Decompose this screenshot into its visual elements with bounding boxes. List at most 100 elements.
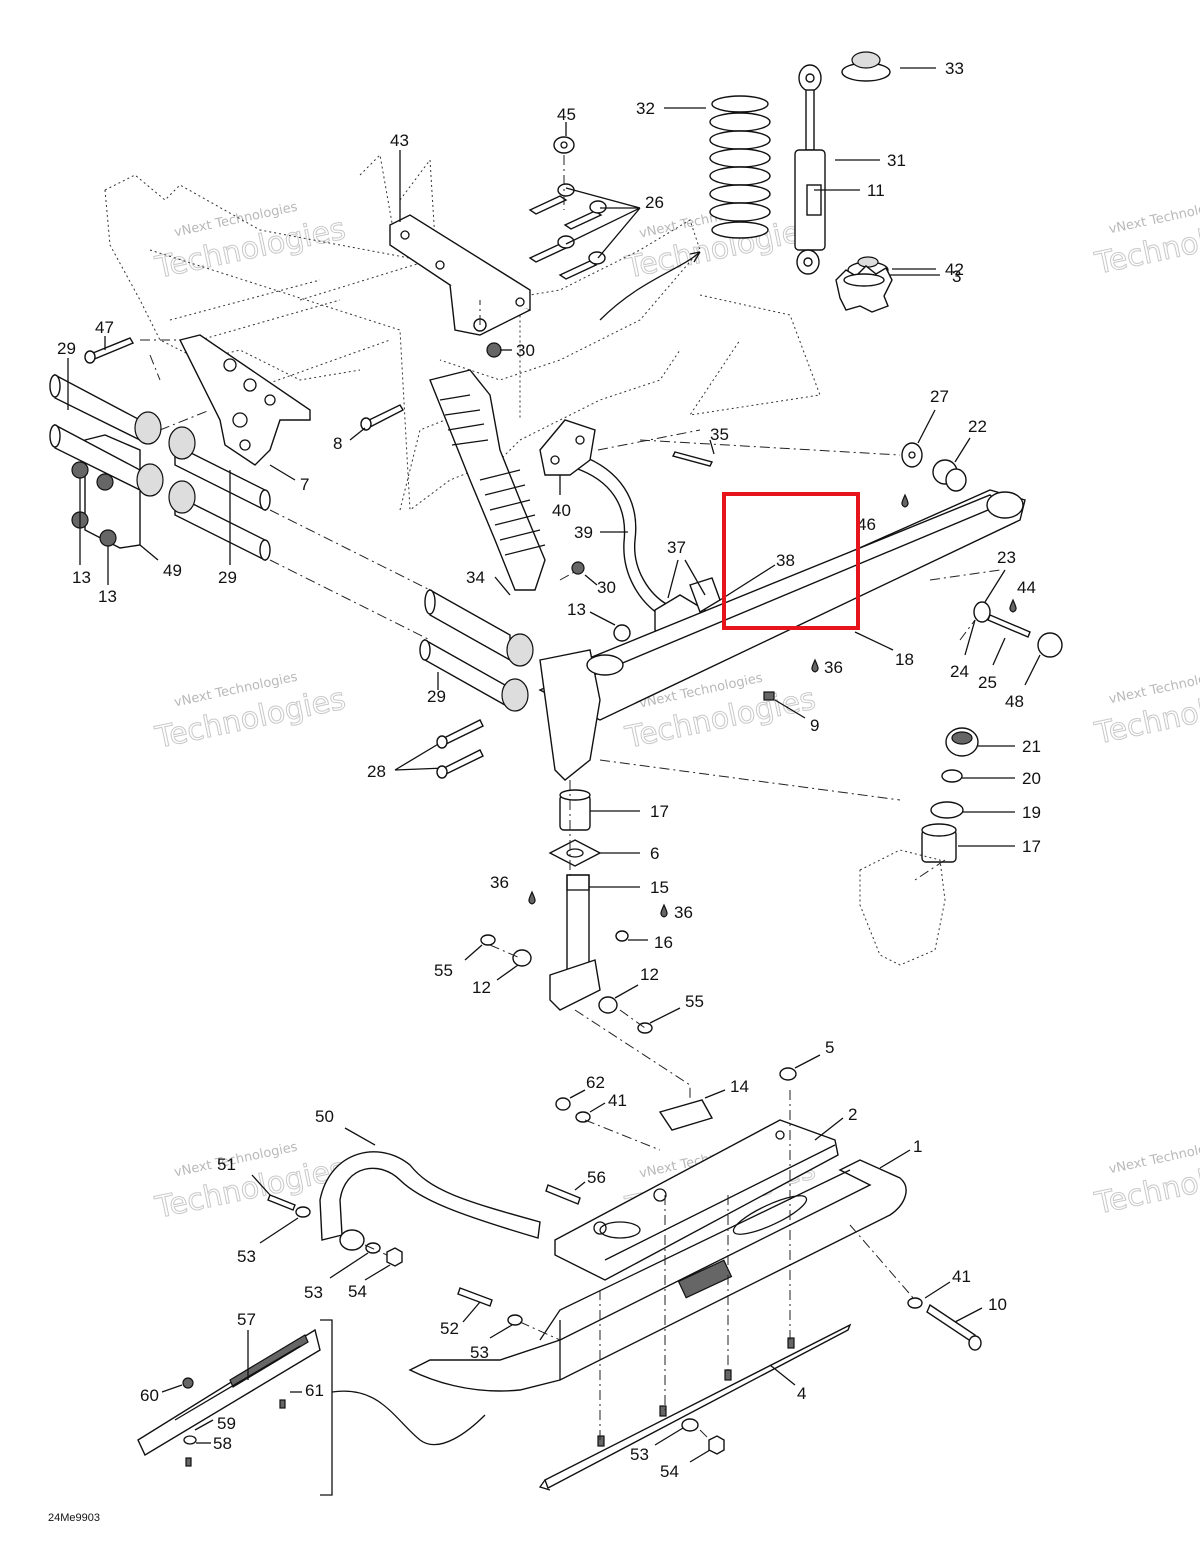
callout-28: 28 (367, 762, 386, 781)
callout-48: 48 (1005, 692, 1024, 711)
callout-8: 8 (333, 434, 342, 453)
callout-13-a: 13 (72, 568, 91, 587)
knob-21 (945, 727, 979, 757)
callout-29-top: 29 (57, 339, 76, 358)
radius-rods (49, 373, 534, 712)
callout-13-b: 13 (98, 587, 117, 606)
callout-47: 47 (95, 318, 114, 337)
callout-11: 11 (867, 181, 885, 200)
watermark-low-right: vNext Technologies Technologies (1091, 1137, 1200, 1223)
callout-46: 46 (857, 515, 876, 534)
callout-49: 49 (163, 561, 182, 580)
callout-2: 2 (848, 1105, 857, 1124)
callout-17-a: 17 (650, 802, 669, 821)
spindle-phantom (688, 294, 946, 966)
callout-29-low: 29 (427, 687, 446, 706)
spring-seat-top (841, 51, 891, 82)
bolt-25 (987, 614, 1031, 638)
callout-41-bottom: 41 (952, 1267, 971, 1286)
screw-9 (763, 691, 775, 701)
ski (408, 1159, 907, 1392)
a-arm (538, 489, 1026, 781)
callout-1: 1 (913, 1137, 922, 1156)
grease-drop-icon (1009, 598, 1017, 613)
ski-studs (597, 1337, 795, 1447)
callout-58: 58 (213, 1434, 232, 1453)
callout-3: 3 (952, 267, 961, 286)
callout-23: 23 (997, 548, 1016, 567)
callout-50: 50 (315, 1107, 334, 1126)
callout-57: 57 (237, 1310, 256, 1329)
callout-12-b: 12 (640, 965, 659, 984)
callout-22: 22 (968, 417, 987, 436)
frame-side-bracket (178, 334, 311, 466)
upper-mount-bracket (389, 214, 531, 336)
highlight-box-part-38 (722, 492, 860, 630)
watermark-mid-left: vNext Technologies Technologies (151, 670, 349, 757)
watermark-mid-right: vNext Technologies Technologies (1091, 667, 1200, 753)
wear-bar-inset (137, 1319, 486, 1496)
callout-59: 59 (217, 1414, 236, 1433)
callout-30-top: 30 (516, 341, 535, 360)
callout-37: 37 (667, 538, 686, 557)
callout-13-c: 13 (567, 600, 586, 619)
nut-30-mid (571, 561, 585, 575)
callout-51: 51 (217, 1155, 236, 1174)
callout-61: 61 (305, 1381, 324, 1400)
callout-14: 14 (730, 1077, 749, 1096)
coil-spring (709, 95, 771, 239)
callout-33: 33 (945, 59, 964, 78)
adjuster-cam (835, 265, 893, 313)
handle-hardware (267, 1194, 523, 1326)
runner (538, 1323, 852, 1491)
callout-31: 31 (887, 151, 906, 170)
nut-30-upper (486, 342, 502, 358)
grease-drop-icon (528, 890, 536, 905)
callout-30-mid: 30 (597, 578, 616, 597)
callout-52: 52 (440, 1319, 459, 1338)
callout-36-c: 36 (674, 903, 693, 922)
callout-9: 9 (810, 716, 819, 735)
ski-leg-hardware (555, 1067, 982, 1455)
bushing-22 (932, 459, 967, 492)
callout-53-a: 53 (237, 1247, 256, 1266)
callout-35: 35 (710, 425, 729, 444)
callout-17-b: 17 (1022, 837, 1041, 856)
cap-48 (1037, 632, 1063, 658)
callout-39: 39 (574, 523, 593, 542)
bolt-47 (84, 337, 135, 364)
callout-6: 6 (650, 844, 659, 863)
circlip-23 (973, 601, 991, 623)
callout-12-a: 12 (472, 978, 491, 997)
grease-drop-icon (660, 903, 668, 918)
callout-55-b: 55 (685, 992, 704, 1011)
callout-40: 40 (552, 501, 571, 520)
washer-6 (548, 839, 602, 867)
mount-bolts (479, 136, 607, 325)
kingpin-17 (559, 789, 591, 831)
part-callouts: 33 32 31 11 42 3 45 43 26 47 29 30 8 7 1… (57, 59, 1041, 1481)
watermark-group: vNext Technologies Technologies vNext Te… (151, 197, 1200, 1227)
callout-56: 56 (587, 1168, 606, 1187)
callout-36-a: 36 (824, 658, 843, 677)
callout-25: 25 (978, 673, 997, 692)
callout-32: 32 (636, 99, 655, 118)
callout-54-b: 54 (660, 1462, 679, 1481)
center-lines (364, 429, 1001, 1441)
steering-column-bellows (429, 369, 546, 591)
bolt-8 (360, 404, 404, 431)
watermark-top-right: vNext Technologies Technologies (1091, 197, 1200, 283)
callout-38: 38 (776, 551, 795, 570)
ski-handle (319, 1151, 541, 1251)
callout-43: 43 (390, 131, 409, 150)
grease-drop-icon (901, 493, 909, 508)
callout-16: 16 (654, 933, 673, 952)
watermark-top-left: vNext Technologies Technologies (151, 200, 349, 287)
small-hardware-spindle (480, 930, 653, 1034)
callout-29-mid: 29 (218, 568, 237, 587)
pin-56 (545, 1184, 581, 1205)
callout-45: 45 (557, 105, 576, 124)
watermark-low-left: vNext Technologies Technologies (151, 1140, 349, 1227)
callout-41-top: 41 (608, 1091, 627, 1110)
